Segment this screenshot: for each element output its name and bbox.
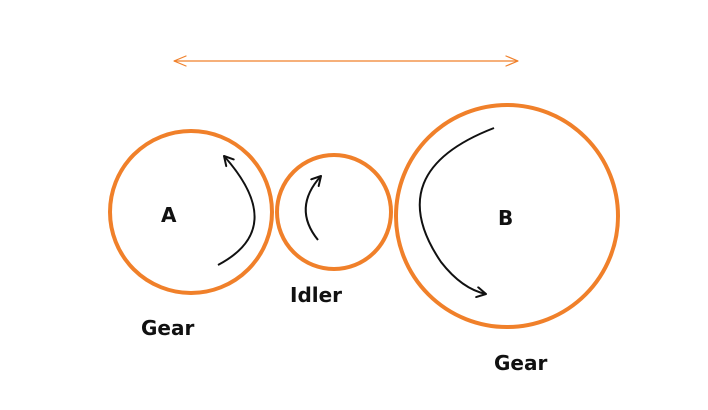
gear-a-rotation-arrow bbox=[217, 155, 256, 266]
idler-rotation-arrow bbox=[304, 175, 322, 241]
idler-label: Idler bbox=[290, 283, 342, 307]
gear-b-letter: B bbox=[498, 206, 513, 230]
gear-a-caption: Gear bbox=[141, 316, 194, 340]
gear-b-caption: Gear bbox=[494, 351, 547, 375]
gear-b-circle bbox=[394, 103, 620, 329]
gear-a-letter: A bbox=[161, 203, 177, 227]
gear-b-rotation-arrow bbox=[418, 127, 495, 299]
gear-a-circle bbox=[108, 129, 274, 295]
idler-gear-circle bbox=[275, 153, 393, 271]
